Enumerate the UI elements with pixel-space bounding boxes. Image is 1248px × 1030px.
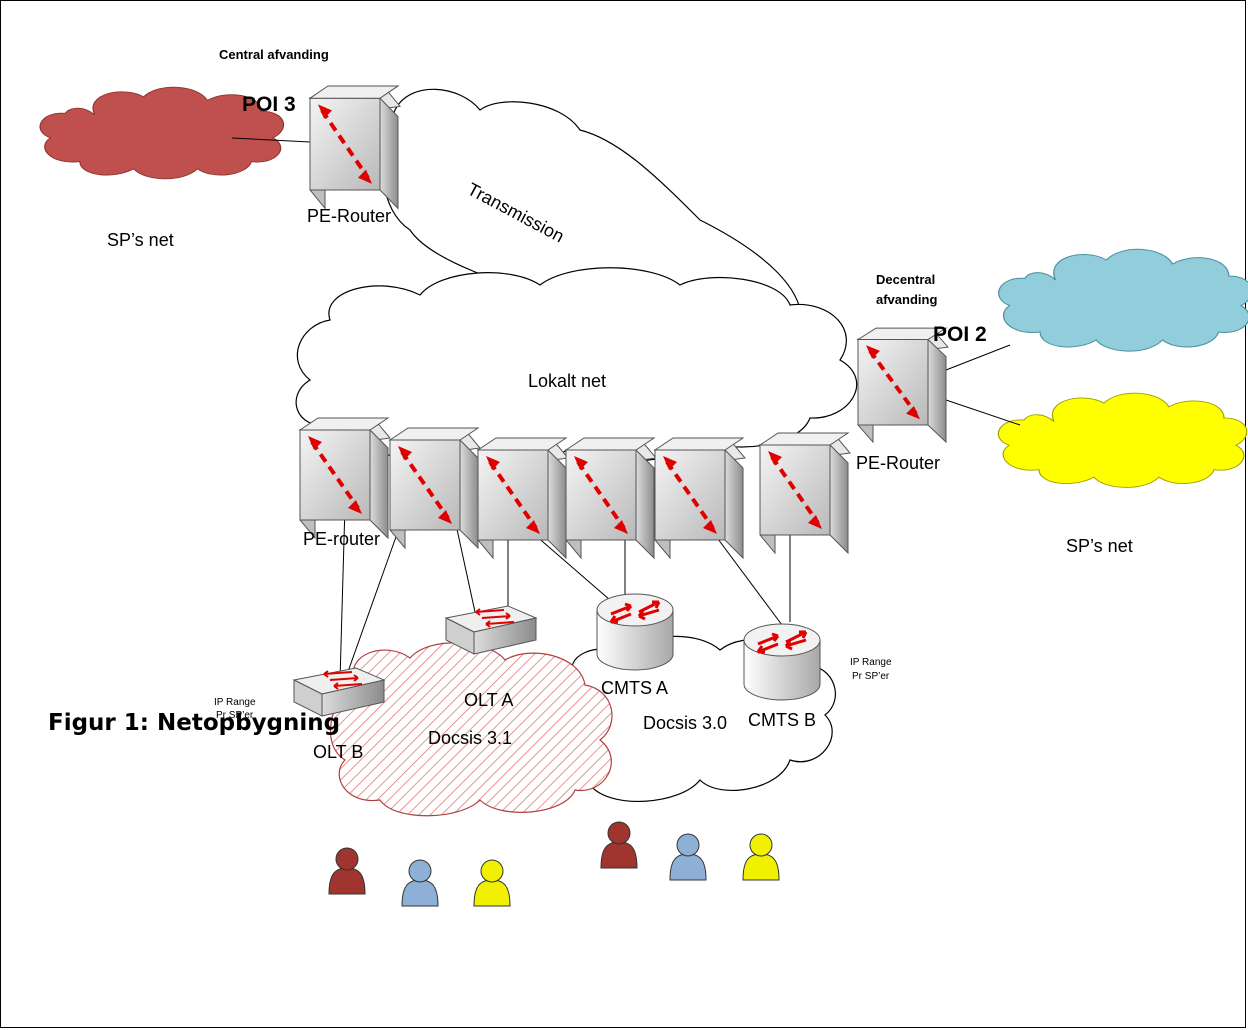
label-cmts-b: CMTS B xyxy=(748,710,816,730)
label-lokalt-net: Lokalt net xyxy=(528,371,606,391)
links xyxy=(231,137,1021,681)
pe-router-2 xyxy=(388,426,482,550)
pe-router-1 xyxy=(298,416,392,540)
label-poi2: POI 2 xyxy=(933,323,987,346)
user-icon xyxy=(742,833,780,881)
pe-router-5 xyxy=(653,436,747,560)
user-icon xyxy=(473,859,511,907)
label-decentral-2: afvanding xyxy=(876,292,937,307)
pe-router-6 xyxy=(758,431,852,555)
label-ip-range-left-2: Pr SP’er xyxy=(216,710,254,721)
label-sp-net-right: SP’s net xyxy=(1066,536,1133,556)
label-sp-net-left: SP’s net xyxy=(107,230,174,250)
label-cmts-a: CMTS A xyxy=(601,678,668,698)
cmts-b-router xyxy=(742,622,822,702)
label-pe-router-bottom: PE-router xyxy=(303,529,380,549)
user-icon xyxy=(669,833,707,881)
user-icon xyxy=(401,859,439,907)
label-pe-router-right: PE-Router xyxy=(856,453,940,473)
figure-caption: Figur 1: Netopbygning xyxy=(48,710,341,736)
label-poi3: POI 3 xyxy=(242,93,296,116)
label-pe-router-top: PE-Router xyxy=(307,206,391,226)
user-icon xyxy=(600,821,638,869)
pe-router-4 xyxy=(564,436,658,560)
olt-a-switch xyxy=(445,605,537,655)
user-icon xyxy=(328,847,366,895)
label-olt-b: OLT B xyxy=(313,742,363,762)
pe-router-3 xyxy=(476,436,570,560)
label-ip-range-left-1: IP Range xyxy=(214,697,256,708)
sp-cloud-left xyxy=(39,86,285,180)
label-decentral-1: Decentral xyxy=(876,272,935,287)
label-ip-range-right-1: IP Range xyxy=(850,657,892,668)
sp-cloud-cyan xyxy=(998,248,1248,352)
label-central: Central afvanding xyxy=(219,47,329,62)
label-ip-range-right-2: Pr SP’er xyxy=(852,671,890,682)
cmts-a-router xyxy=(595,592,675,672)
transmission-cloud xyxy=(382,88,802,331)
label-docsis-31: Docsis 3.1 xyxy=(428,728,512,748)
label-docsis-30: Docsis 3.0 xyxy=(643,713,727,733)
sp-cloud-yellow xyxy=(997,392,1248,488)
label-olt-a: OLT A xyxy=(464,690,513,710)
pe-router-poi3 xyxy=(310,86,400,208)
